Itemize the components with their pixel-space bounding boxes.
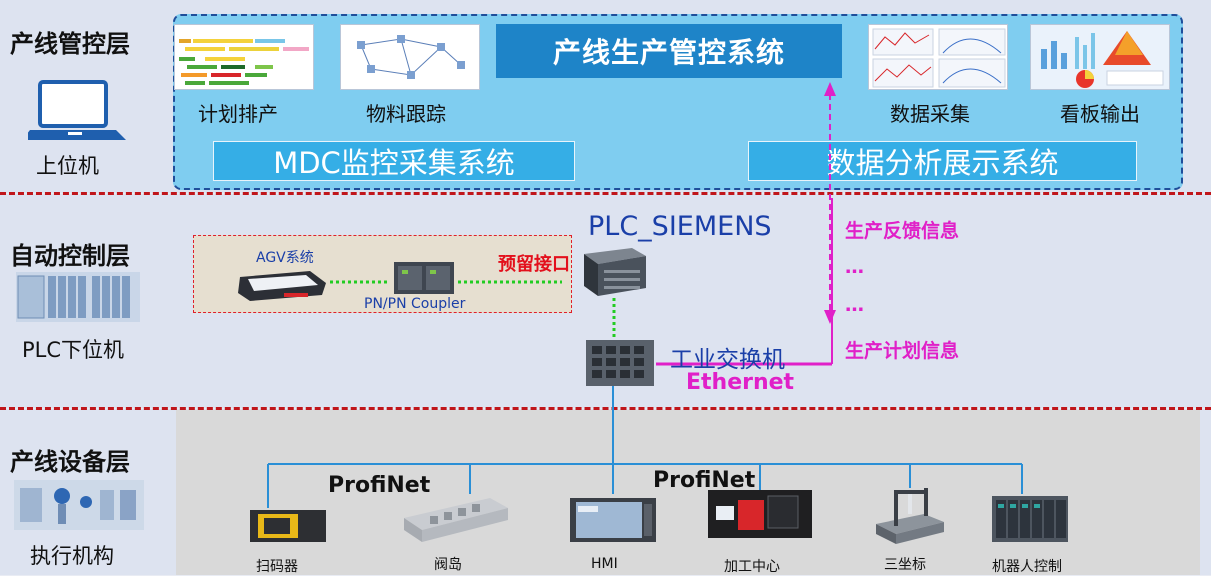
device-label-hmi: HMI [591,556,618,572]
device-label-valve-island: 阀岛 [434,557,462,573]
agv-label: AGV系统 [256,250,314,266]
device-label-scanner: 扫码器 [256,559,298,575]
layer-title-device: 产线设备层 [10,448,130,476]
robot-controller-icon [992,496,1068,542]
thumb-label-data-collection: 数据采集 [890,102,970,126]
analysis-system-box: 数据分析展示系统 [748,141,1137,181]
thumb-label-scheduling: 计划排产 [198,102,278,126]
dashboard-output-thumbnail [1030,24,1170,90]
hmi-panel-icon [570,498,656,542]
mdc-system-box: MDC监控采集系统 [213,141,575,181]
ethernet-label: Ethernet [686,370,795,395]
plc-siemens-icon [584,248,646,296]
thumb-label-dashboard: 看板输出 [1060,102,1140,126]
pn-coupler-icon [394,262,454,294]
material-tracking-thumbnail [340,24,480,90]
layer-divider-top [0,192,1211,195]
valve-island-icon [404,498,508,542]
layer-title-control: 自动控制层 [10,242,130,270]
device-panel [176,410,1200,575]
plc-label: PLC_SIEMENS [588,211,772,242]
reserved-interface-label: 预留接口 [498,254,570,275]
plan-info-label: 生产计划信息 [845,340,960,362]
layer-sub-control: PLC下位机 [22,338,125,362]
layer-sub-management: 上位机 [36,154,99,178]
device-label-cmm: 三坐标 [884,557,926,573]
field-devices-icon [14,480,144,530]
profinet-label-left: ProfiNet [328,473,431,498]
machining-center-icon [708,490,812,538]
agv-vehicle-icon [238,271,326,301]
device-label-machining: 加工中心 [724,559,780,575]
profinet-label-right: ProfiNet [653,468,756,493]
data-collection-thumbnail [868,24,1008,90]
feedback-info-label: 生产反馈信息 [845,220,960,242]
plc-rack-icon [16,272,140,322]
layer-divider-bottom [0,407,1211,410]
barcode-scanner-icon [250,510,326,542]
thumb-label-tracking: 物料跟踪 [366,102,446,126]
device-label-robot: 机器人控制 [992,559,1062,575]
ellipsis-2: … [845,294,864,316]
production-control-system-title: 产线生产管控系统 [496,24,842,78]
industrial-switch-label: 工业交换机 [670,347,785,373]
layer-sub-device: 执行机构 [30,544,114,568]
cmm-icon [876,488,944,544]
industrial-switch-icon [586,340,654,386]
laptop-icon [28,80,126,140]
scheduling-thumbnail [174,24,314,90]
layer-title-management: 产线管控层 [10,30,130,58]
ellipsis-1: … [845,256,864,278]
coupler-label: PN/PN Coupler [364,296,466,312]
